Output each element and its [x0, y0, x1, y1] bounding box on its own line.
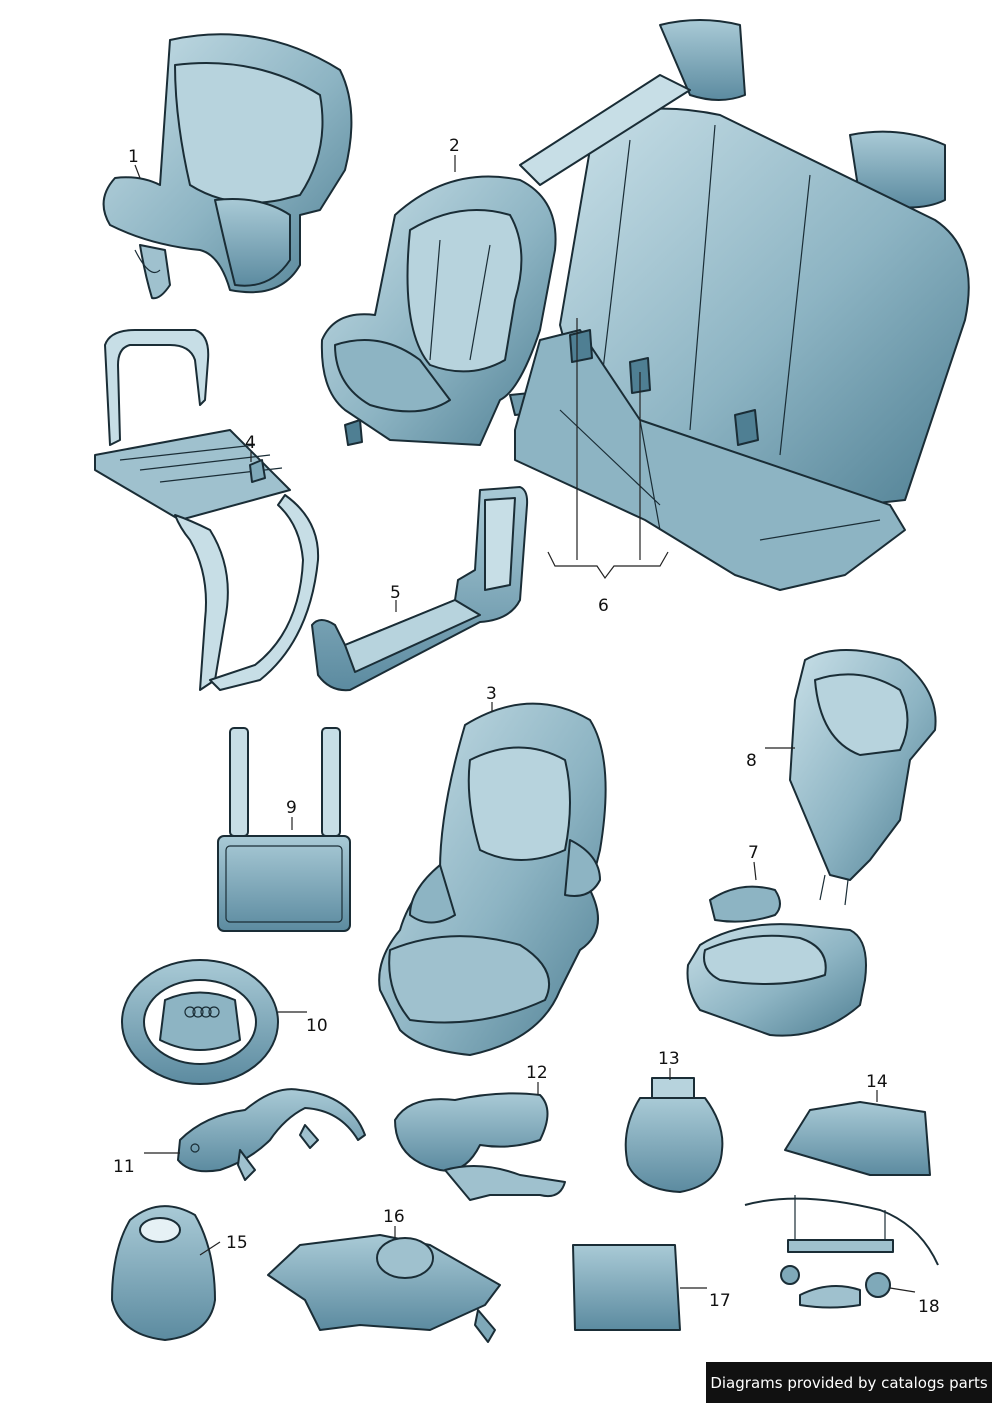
- folded-blanket: [784, 1101, 931, 1176]
- booster-backrest: [789, 649, 937, 906]
- leader-lines: [134, 155, 916, 1293]
- credit-banner: Diagrams provided by catalogs parts: [706, 1362, 992, 1403]
- callout-12: 12: [526, 1063, 548, 1083]
- callout-13: 13: [658, 1049, 680, 1069]
- toy-steering-wheel: [121, 959, 279, 1085]
- child-seat: [320, 175, 566, 446]
- callout-17: 17: [709, 1291, 731, 1311]
- neck-pillow: [394, 1092, 566, 1201]
- callout-18: 18: [918, 1297, 940, 1317]
- booster-cushion: [686, 885, 867, 1037]
- carry-bag: [217, 727, 351, 932]
- baby-sleeping-bag: [111, 1205, 216, 1341]
- callout-14: 14: [866, 1072, 888, 1092]
- support-leg: [311, 486, 529, 692]
- rear-bench-seat: [514, 19, 970, 591]
- gym-bag: [624, 1077, 724, 1193]
- isofix-base: [94, 329, 320, 691]
- play-bar: [744, 1195, 939, 1309]
- callout-9: 9: [286, 798, 297, 818]
- gecko-plush: [177, 1088, 366, 1181]
- callout-4: 4: [245, 433, 256, 453]
- pillow-cushion: [572, 1244, 681, 1331]
- callout-16: 16: [383, 1207, 405, 1227]
- callout-8: 8: [746, 751, 757, 771]
- callout-5: 5: [390, 583, 401, 603]
- callout-10: 10: [306, 1016, 328, 1036]
- callout-11: 11: [113, 1157, 135, 1177]
- callout-15: 15: [226, 1233, 248, 1253]
- callout-7: 7: [748, 843, 759, 863]
- callout-3: 3: [486, 684, 497, 704]
- booster-seat-highback: [378, 702, 607, 1056]
- callout-2: 2: [449, 136, 460, 156]
- comforter-toy: [267, 1234, 501, 1343]
- callout-1: 1: [128, 147, 139, 167]
- callout-6: 6: [598, 596, 609, 616]
- infant-carrier: [102, 33, 353, 300]
